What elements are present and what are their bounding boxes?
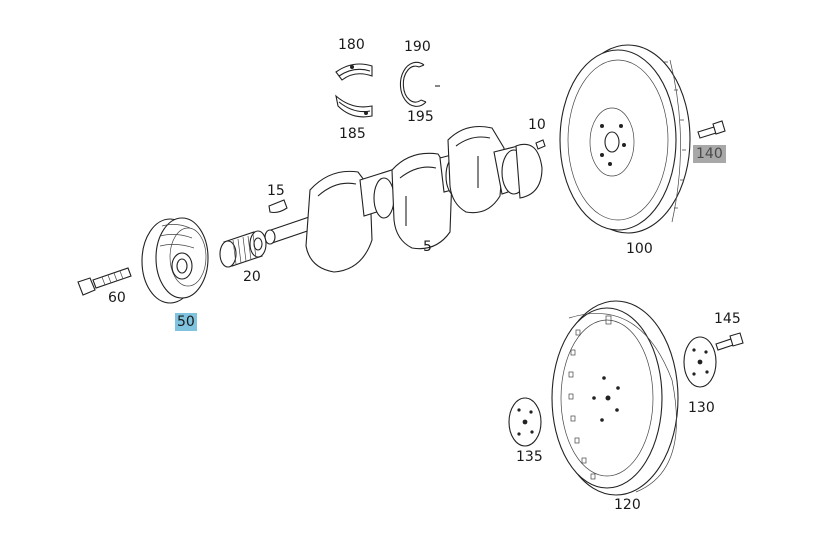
central-bolt[interactable] xyxy=(77,267,132,296)
callout-145[interactable]: 145 xyxy=(714,311,741,327)
vibration-damper[interactable] xyxy=(141,217,209,304)
callout-100[interactable]: 100 xyxy=(626,241,653,257)
flexplate[interactable] xyxy=(551,300,679,496)
dual-mass-flywheel[interactable] xyxy=(559,44,691,234)
callout-190[interactable]: 190 xyxy=(404,39,431,55)
callout-135[interactable]: 135 xyxy=(516,449,543,465)
callout-185[interactable]: 185 xyxy=(339,126,366,142)
callout-5[interactable]: 5 xyxy=(423,239,432,255)
woodruff-key[interactable] xyxy=(268,199,288,214)
dowel-pin[interactable] xyxy=(535,139,546,150)
callout-50[interactable]: 50 xyxy=(175,313,197,331)
callout-195[interactable]: 195 xyxy=(407,109,434,125)
callout-20[interactable]: 20 xyxy=(243,269,261,285)
spacer-disc-130[interactable] xyxy=(683,336,717,388)
crankshaft-gear[interactable] xyxy=(219,230,267,268)
bearing-shell-upper[interactable] xyxy=(335,63,373,81)
callout-10[interactable]: 10 xyxy=(528,117,546,133)
callout-180[interactable]: 180 xyxy=(338,37,365,53)
flywheel-bolt[interactable] xyxy=(697,120,726,139)
shim-disc-135[interactable] xyxy=(508,397,542,447)
thrust-ring[interactable] xyxy=(399,61,440,107)
flexplate-bolt[interactable] xyxy=(715,332,744,351)
callout-130[interactable]: 130 xyxy=(688,400,715,416)
bearing-shell-lower[interactable] xyxy=(335,94,373,118)
crankshaft[interactable] xyxy=(264,125,543,273)
callout-120[interactable]: 120 xyxy=(614,497,641,513)
callout-140[interactable]: 140 xyxy=(693,145,726,163)
callout-60[interactable]: 60 xyxy=(108,290,126,306)
callout-15[interactable]: 15 xyxy=(267,183,285,199)
